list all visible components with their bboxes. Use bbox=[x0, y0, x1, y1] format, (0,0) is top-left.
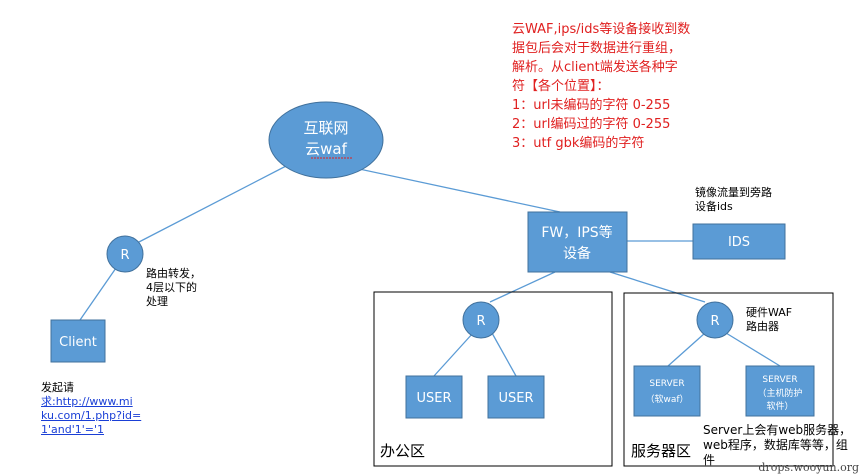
router-left-label: R bbox=[120, 248, 129, 263]
router-note-line: 处理 bbox=[146, 295, 168, 308]
fw-label-1: FW，IPS等 bbox=[541, 224, 612, 241]
cloud-label-1: 互联网 bbox=[303, 119, 348, 137]
server2-label-3: 软件） bbox=[766, 400, 793, 412]
ids-label: IDS bbox=[728, 235, 750, 250]
router-office-label: R bbox=[476, 314, 485, 329]
server-zone-label: 服务器区 bbox=[631, 442, 692, 460]
link-office-user2 bbox=[491, 332, 517, 377]
router-note-line: 路由转发， bbox=[146, 267, 201, 280]
client-node bbox=[50, 319, 106, 363]
router-server-label: R bbox=[710, 314, 719, 329]
server-note: Server上会有web服务器， web程序，数据库等等，组 件 bbox=[703, 423, 851, 468]
server-node-2 bbox=[745, 365, 815, 417]
encoding-note-line: 3：utf gbk编码的字符 bbox=[512, 136, 645, 151]
cloud-waf-node bbox=[268, 101, 384, 179]
user-node-2 bbox=[487, 375, 545, 419]
encoding-note: 云WAF,ips/ids等设备接收到数 据包后会对于数据进行重组， 解析。从cl… bbox=[512, 20, 712, 153]
server-note-line: web程序，数据库等等，组 bbox=[703, 438, 848, 452]
link-fw-router-office bbox=[489, 271, 556, 303]
cloud-label-2: 云waf bbox=[305, 140, 347, 158]
hardware-waf-note: 硬件WAF 路由器 bbox=[746, 306, 792, 334]
user-node-1 bbox=[405, 375, 463, 419]
server2-label-1: SERVER bbox=[762, 375, 797, 385]
fw-ips-node bbox=[527, 211, 628, 273]
request-link[interactable]: ku.com/1.php?id= bbox=[41, 409, 142, 422]
mirror-note: 镜像流量到旁路 设备ids bbox=[695, 186, 772, 214]
request-note-prefix: 发起请 bbox=[41, 381, 74, 394]
server-zone bbox=[623, 292, 834, 467]
request-link[interactable]: 求:http://www.mi bbox=[41, 395, 133, 408]
link-server-server2 bbox=[725, 332, 781, 367]
server1-label-2: （软waf） bbox=[645, 393, 688, 405]
mirror-note-line: 设备ids bbox=[695, 200, 733, 213]
request-note: 发起请 求:http://www.mi ku.com/1.php?id= 1'a… bbox=[41, 381, 141, 437]
server1-label-1: SERVER bbox=[649, 379, 684, 389]
router-left-node bbox=[106, 235, 144, 273]
link-cloud-fw bbox=[349, 166, 561, 213]
link-office-user1 bbox=[433, 332, 474, 377]
router-note: 路由转发， 4层以下的 处理 bbox=[146, 267, 201, 309]
encoding-note-line: 解析。从client端发送各种字 bbox=[512, 60, 678, 75]
office-zone bbox=[373, 291, 613, 467]
encoding-note-line: 云WAF,ips/ids等设备接收到数 bbox=[512, 22, 691, 37]
encoding-note-line: 据包后会对于数据进行重组， bbox=[512, 41, 682, 56]
client-label: Client bbox=[59, 335, 97, 350]
mirror-note-line: 镜像流量到旁路 bbox=[695, 186, 772, 199]
hardware-waf-note-line: 路由器 bbox=[746, 320, 779, 333]
link-cloud-router bbox=[136, 164, 289, 244]
link-router-client bbox=[79, 267, 117, 321]
encoding-note-line: 2：url编码过的字符 0-255 bbox=[512, 117, 671, 132]
link-fw-router-server bbox=[609, 271, 706, 303]
office-zone-label: 办公区 bbox=[380, 442, 426, 460]
request-link[interactable]: 1'and'1'='1 bbox=[41, 423, 105, 436]
router-server-node bbox=[696, 301, 734, 339]
hardware-waf-note-line: 硬件WAF bbox=[746, 306, 793, 319]
server-node-1 bbox=[633, 365, 701, 417]
fw-label-2: 设备 bbox=[563, 245, 591, 262]
watermark: drops.wooyun.org bbox=[758, 461, 859, 474]
encoding-note-line: 1：url未编码的字符 0-255 bbox=[512, 98, 671, 113]
link-server-server1 bbox=[667, 332, 706, 367]
user-label-1: USER bbox=[416, 391, 451, 406]
user-label-2: USER bbox=[498, 391, 533, 406]
encoding-note-line: 符【各个位置】： bbox=[512, 79, 610, 94]
server-note-line: 件 bbox=[703, 453, 716, 467]
server-note-line: Server上会有web服务器， bbox=[703, 423, 852, 437]
router-note-line: 4层以下的 bbox=[146, 281, 197, 294]
ids-node bbox=[692, 223, 786, 260]
router-office-node bbox=[462, 301, 500, 339]
server2-label-2: （主机防护 bbox=[757, 387, 802, 399]
